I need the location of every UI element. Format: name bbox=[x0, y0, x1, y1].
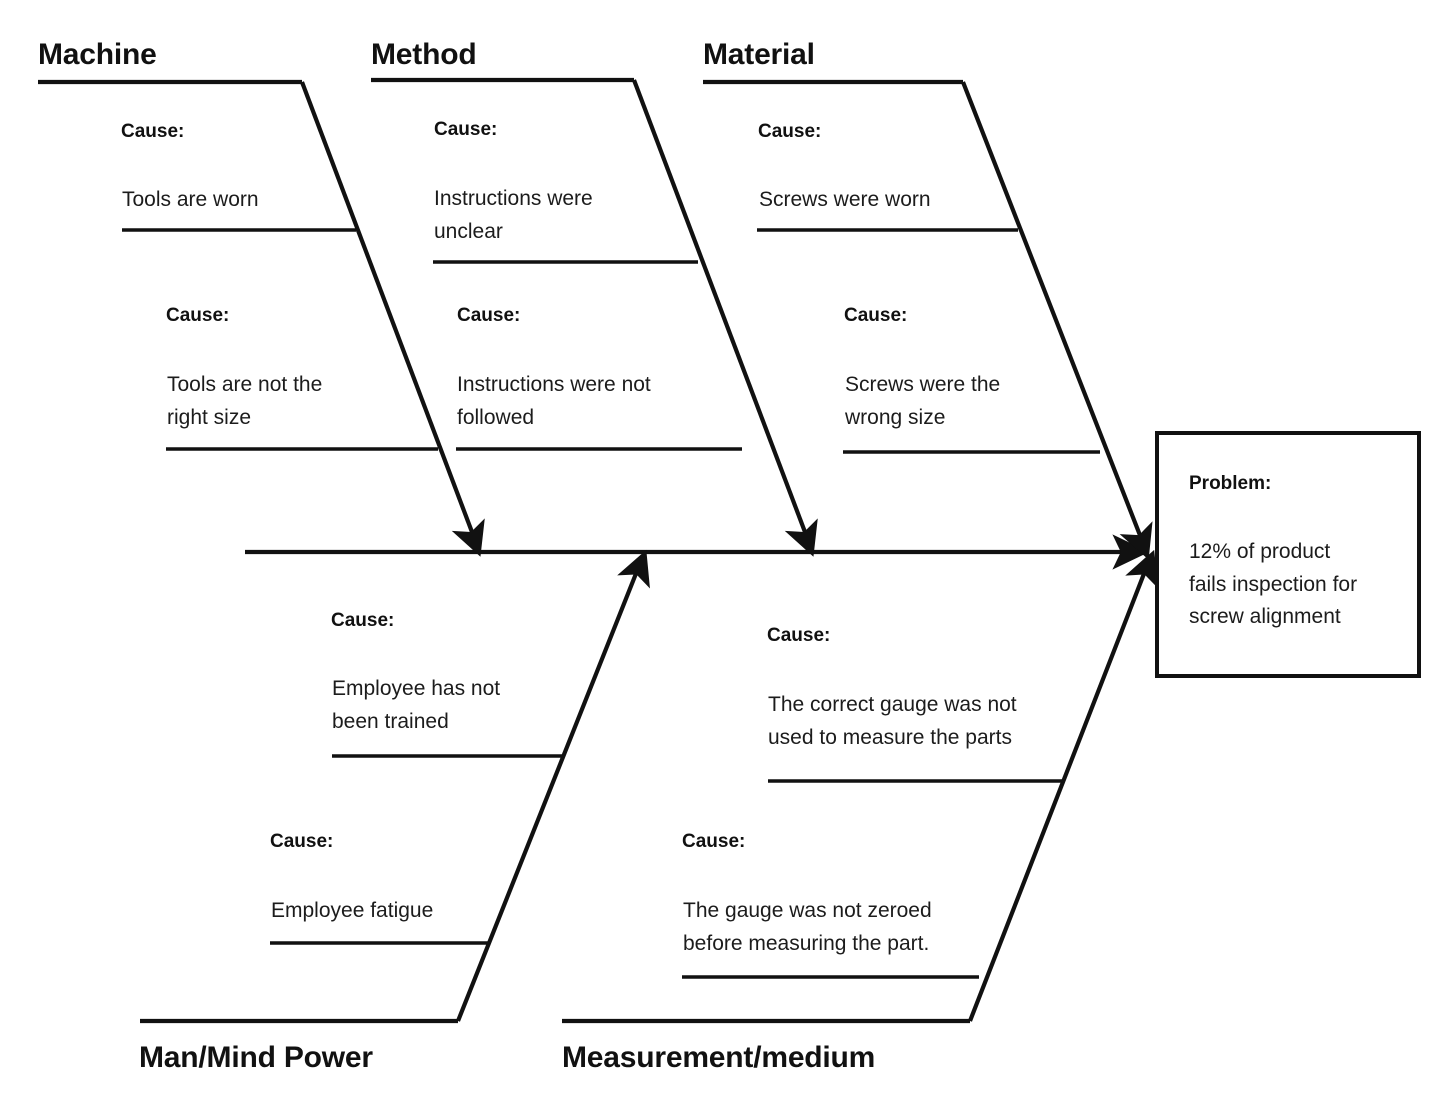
man-mind-power-cause-1-kicker: Cause: bbox=[331, 610, 395, 631]
machine-cause-2-kicker: Cause: bbox=[166, 305, 230, 326]
material-cause-2-kicker: Cause: bbox=[844, 305, 908, 326]
method-cause-1-kicker: Cause: bbox=[434, 119, 498, 140]
branch-measurement-medium bbox=[562, 549, 1159, 1024]
material-cause-1-text: Screws were worn bbox=[759, 188, 931, 211]
measurement-medium-cause-2-text: The gauge was not zeroed before measurin… bbox=[683, 899, 932, 955]
material-diagonal bbox=[961, 81, 1153, 560]
measurement-medium-diagonal bbox=[968, 549, 1159, 1022]
man-mind-power-diagonal bbox=[456, 549, 650, 1022]
problem-text: 12% of product fails inspection for scre… bbox=[1189, 540, 1358, 629]
method-cause-2-kicker: Cause: bbox=[457, 305, 521, 326]
method-diagonal bbox=[632, 79, 818, 557]
branch-material bbox=[703, 79, 1153, 560]
man-mind-power-cause-2-kicker: Cause: bbox=[270, 831, 334, 852]
category-title-man-mind-power: Man/Mind Power bbox=[139, 1041, 373, 1074]
category-title-method: Method bbox=[371, 38, 477, 71]
problem-kicker: Problem: bbox=[1189, 473, 1272, 494]
measurement-medium-cause-1-text: The correct gauge was not used to measur… bbox=[768, 693, 1017, 749]
category-title-material: Material bbox=[703, 38, 815, 71]
material-cause-1-kicker: Cause: bbox=[758, 121, 822, 142]
category-title-measurement-medium: Measurement/medium bbox=[562, 1041, 876, 1074]
method-cause-2-text: Instructions were not followed bbox=[457, 373, 651, 429]
machine-cause-2-text: Tools are not the right size bbox=[167, 373, 323, 429]
measurement-medium-cause-1-kicker: Cause: bbox=[767, 625, 831, 646]
branch-machine bbox=[38, 79, 485, 557]
machine-cause-1-kicker: Cause: bbox=[121, 121, 185, 142]
man-mind-power-cause-2-text: Employee fatigue bbox=[271, 899, 434, 922]
machine-cause-1-text: Tools are worn bbox=[122, 188, 259, 211]
category-title-machine: Machine bbox=[38, 38, 157, 71]
problem-box bbox=[1155, 431, 1421, 678]
method-cause-1-text: Instructions were unclear bbox=[434, 187, 593, 243]
material-cause-2-text: Screws were the wrong size bbox=[845, 373, 1001, 429]
machine-diagonal bbox=[300, 81, 485, 557]
man-mind-power-cause-1-text: Employee has not been trained bbox=[332, 677, 501, 733]
branch-man-mind-power bbox=[140, 549, 650, 1024]
branch-method bbox=[371, 77, 818, 557]
measurement-medium-cause-2-kicker: Cause: bbox=[682, 831, 746, 852]
